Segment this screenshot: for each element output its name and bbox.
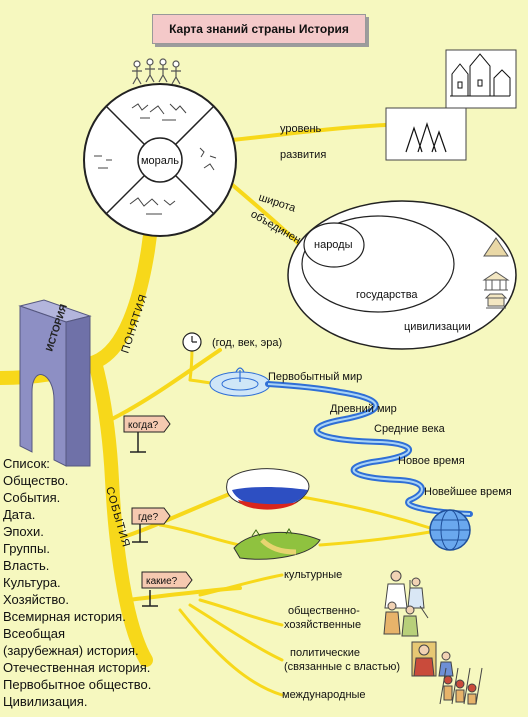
branch-kind-politics: [188, 603, 284, 662]
time-river-highlight: [267, 383, 471, 515]
civilizations-label: цивилизации: [404, 321, 471, 333]
gate-side: [65, 315, 91, 467]
kinds-sign: какие?: [141, 571, 193, 607]
states-label: государства: [356, 289, 418, 301]
kind-label: культурные: [284, 569, 342, 581]
term-list-item: Хозяйство.: [3, 592, 69, 607]
term-list-item: Дата.: [3, 507, 35, 522]
term-list-item: Список:: [3, 456, 50, 471]
workers-figure-icon: [383, 601, 429, 637]
level-label-2: развития: [280, 149, 326, 161]
kinds-sign-label: какие?: [146, 576, 178, 587]
term-list-item: Всеобщая: [3, 626, 65, 641]
term-list-item: Отечественная история.: [3, 660, 150, 675]
where-sign-label: где?: [138, 512, 159, 523]
history-gate: ИСТОРИЯ: [18, 299, 92, 467]
kind-label: общественно-: [288, 605, 360, 617]
wheel-center-label: мораль: [141, 155, 179, 167]
term-list-item: Цивилизация.: [3, 694, 87, 709]
term-list-item: Культура.: [3, 575, 61, 590]
branch-where-globe: [288, 493, 432, 530]
branch-where-globe-2: [318, 530, 432, 547]
gate-front: [19, 305, 67, 467]
concept-wheel: мораль: [83, 83, 237, 237]
branch-where: [113, 488, 242, 542]
branch-kind-economy: [198, 598, 284, 627]
wheel-sketch-left: [94, 155, 112, 169]
town-frame: [445, 49, 517, 109]
tents-frame: [385, 107, 467, 161]
level-label-1: уровень: [280, 123, 322, 135]
pyramid-icon: [483, 237, 509, 257]
globe-icon: [429, 509, 471, 551]
when-sign: когда?: [123, 415, 171, 453]
pagoda-icon: [484, 293, 508, 309]
era-label: Древний мир: [330, 403, 397, 415]
spring-icon: [209, 367, 271, 397]
peoples-set: [303, 222, 365, 268]
people-icon: [132, 58, 181, 85]
soldiers-figure-icon: [439, 667, 483, 705]
when-sign-label: когда?: [128, 420, 159, 431]
wheel-center: [137, 137, 183, 183]
term-list-item: Группы.: [3, 541, 50, 556]
ruler-figure-icon: [411, 641, 454, 677]
union-sets: народы государства цивилизации: [287, 200, 517, 350]
page-title: Карта знаний страны История: [152, 14, 366, 44]
map-flag-icon: [226, 468, 310, 510]
branch-level: [230, 123, 387, 142]
town-icon: [450, 53, 511, 97]
where-sign: где?: [131, 507, 171, 543]
term-list-item: События.: [3, 490, 60, 505]
wheel-sketch-bottom: [129, 197, 176, 215]
time-units-label: (год, век, эра): [212, 337, 282, 349]
era-label: Первобытный мир: [268, 371, 362, 383]
branch-kind-culture: [198, 573, 284, 597]
wheel-sketch-right: [199, 147, 217, 171]
era-label: Новейшее время: [424, 486, 512, 498]
term-list-item: Эпохи.: [3, 524, 44, 539]
term-list-item: Общество.: [3, 473, 68, 488]
wheel-sketch-top: [131, 103, 187, 121]
temple-icon: [482, 271, 510, 291]
term-list-item: Первобытное общество.: [3, 677, 151, 692]
terrain-icon: [233, 528, 321, 560]
peoples-label: народы: [314, 239, 353, 251]
era-label: Средние века: [374, 423, 446, 435]
tents-icon: [405, 122, 447, 153]
clock-icon: [182, 332, 202, 352]
kind-label: политические: [290, 647, 360, 659]
era-label: Новое время: [398, 455, 465, 467]
kind-label: международные: [282, 689, 366, 701]
term-list-item: Власть.: [3, 558, 49, 573]
term-list-item: (зарубежная) история.: [3, 643, 139, 658]
branch-when: [108, 348, 222, 422]
development-picture: [385, 49, 517, 161]
branch-kind-international: [178, 608, 284, 697]
events-trunk: [88, 355, 153, 667]
kind-label: хозяйственные: [284, 619, 361, 631]
term-list-item: Всемирная история.: [3, 609, 126, 624]
branch-where-2: [158, 523, 242, 547]
term-list: Список: Общество. События. Дата. Эпохи. …: [3, 456, 151, 709]
kind-label: (связанные с властью): [284, 661, 400, 673]
